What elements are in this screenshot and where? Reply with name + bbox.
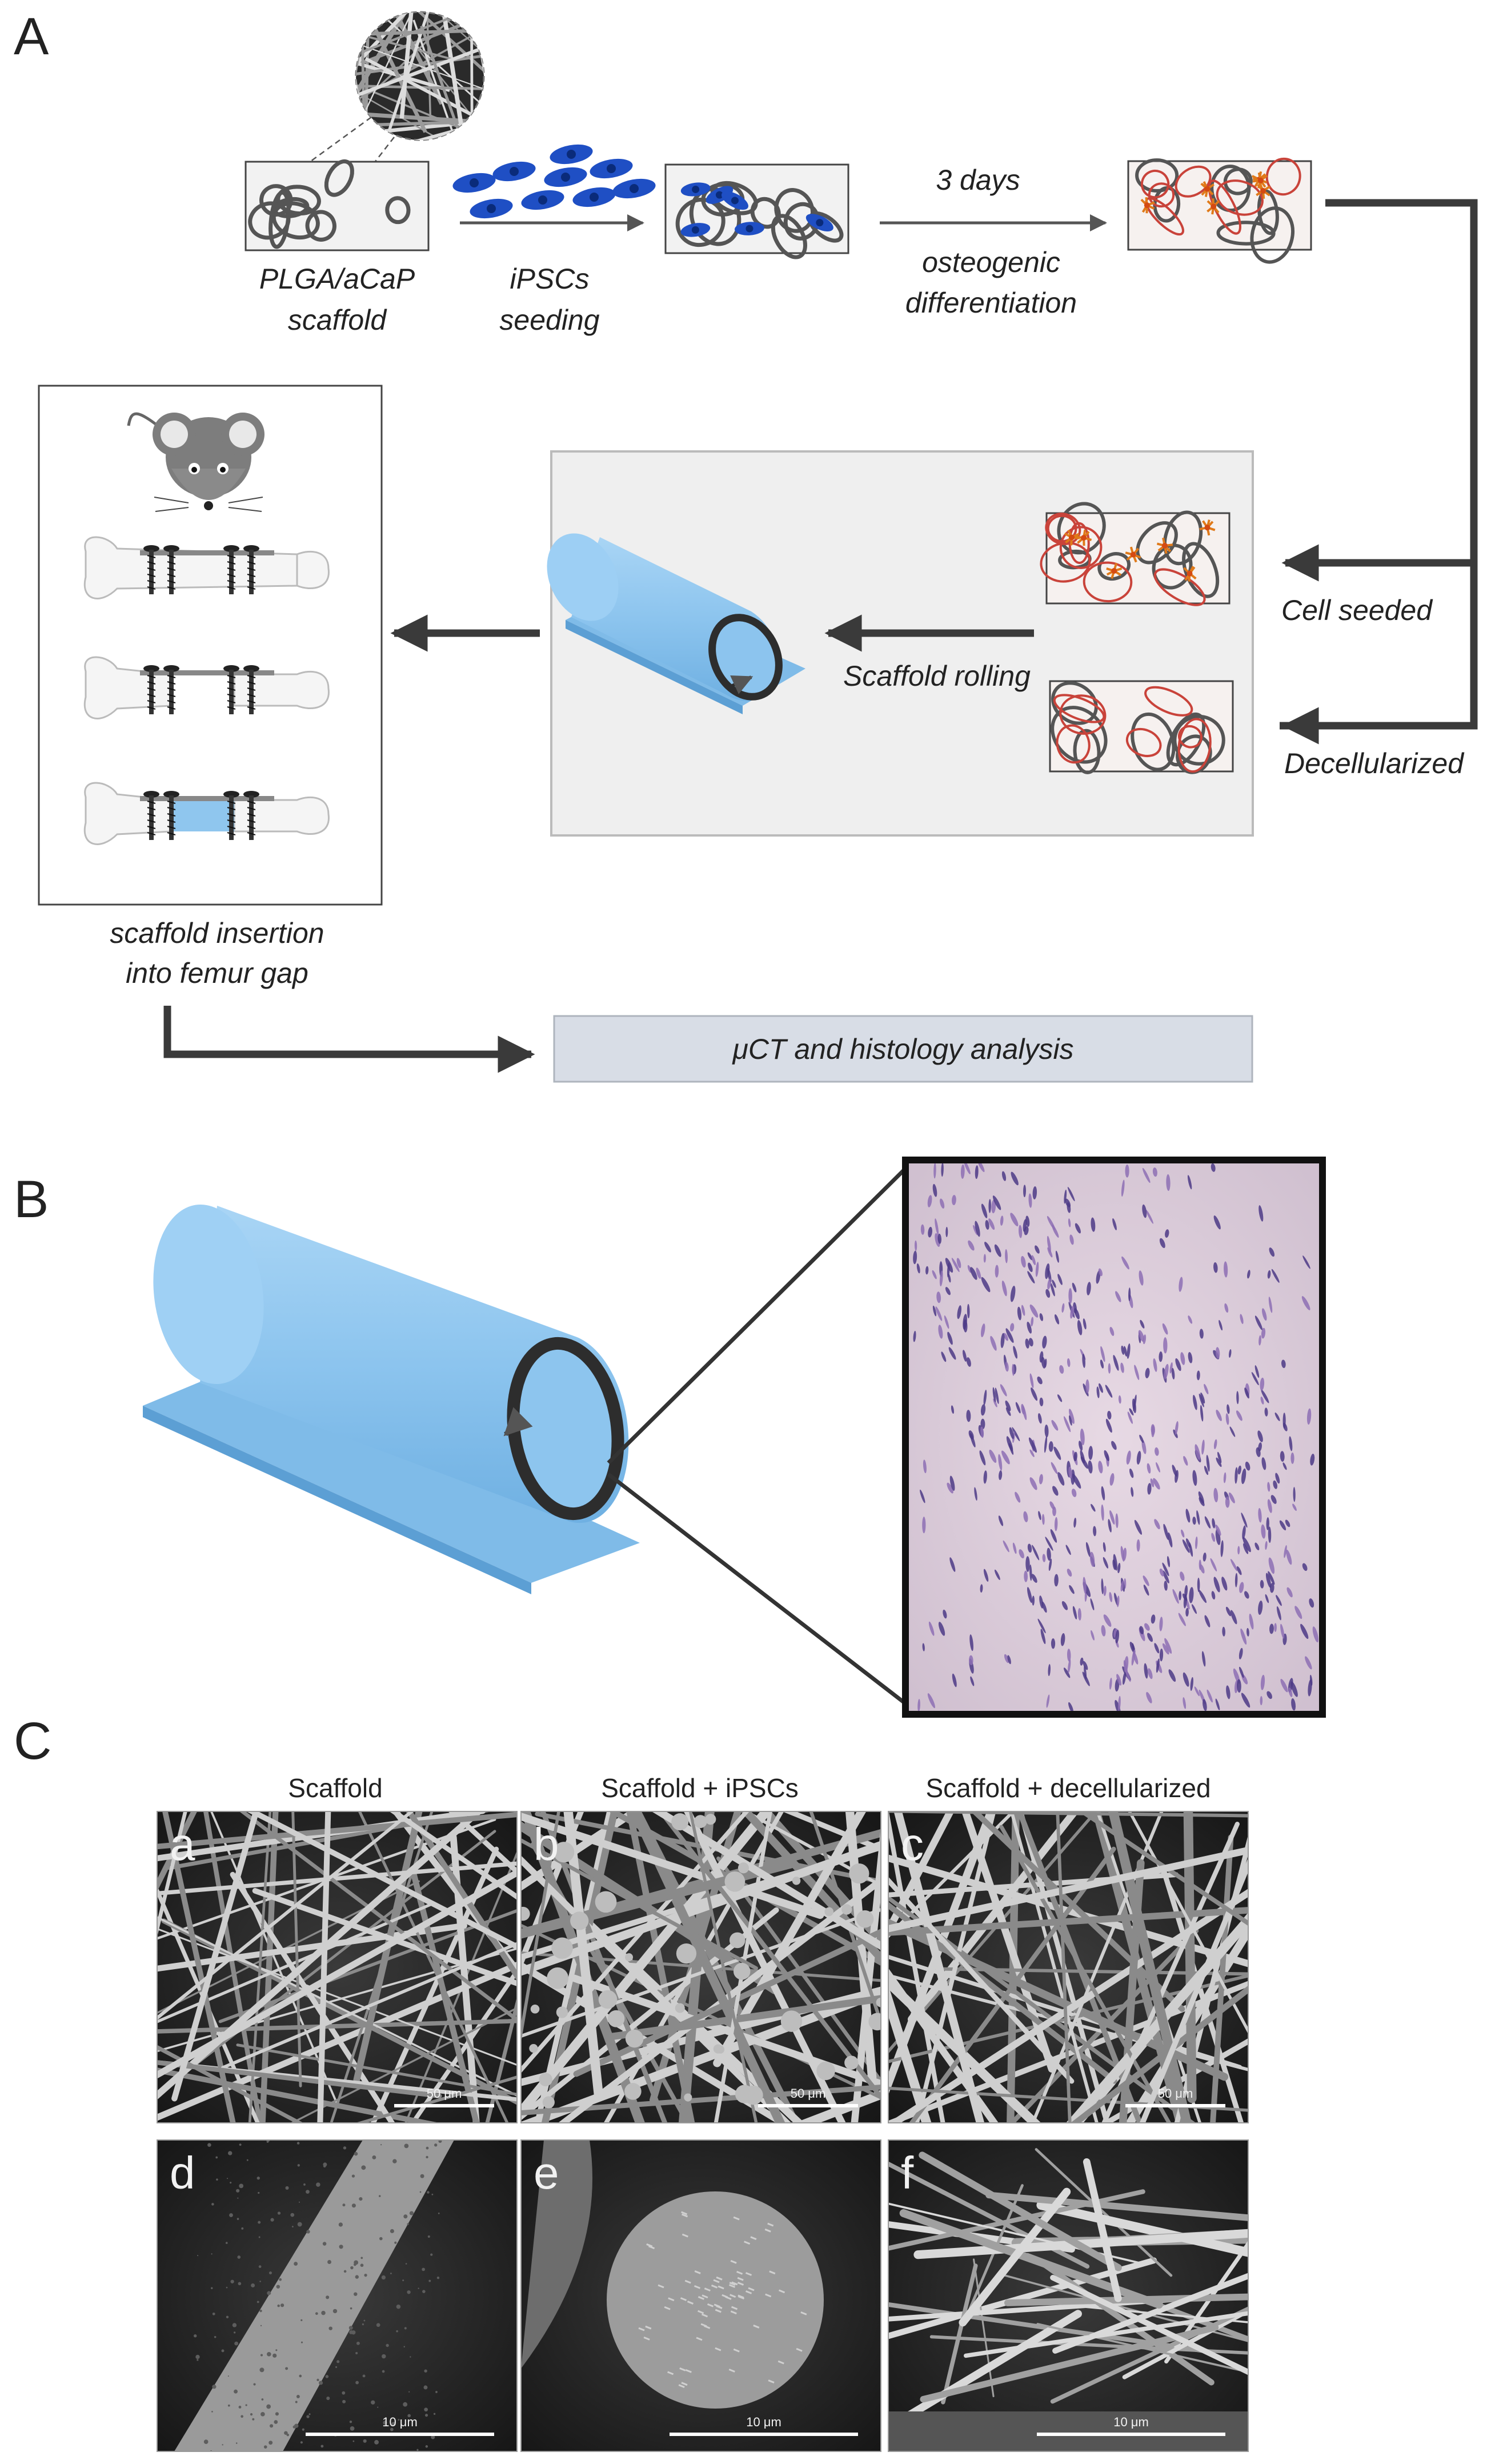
ipsc-cells [452, 144, 656, 219]
scale-bar-label: 50 μm [427, 2086, 462, 2101]
scale-bar-label: 10 μm [1113, 2415, 1149, 2429]
label-seeding-2: seeding [499, 304, 599, 336]
label-cell-seeded: Cell seeded [1281, 594, 1433, 626]
analysis-box [553, 1015, 1253, 1083]
label-scaffold-rolling: Scaffold rolling [843, 660, 1031, 692]
panel-c-letter: C [14, 1712, 51, 1770]
scaffold-box-cell-seeded [1040, 502, 1231, 606]
sem-tile-c: c 50 μm [888, 1811, 1249, 2123]
label-insertion-1: scaffold insertion [110, 917, 324, 949]
sem-tile-letter: f [901, 2147, 914, 2198]
panel-b-letter: B [14, 1170, 49, 1229]
scaffold-box-with-cells [664, 163, 849, 259]
scaffold-box-differentiated [1127, 157, 1312, 264]
label-analysis: μCT and histology analysis [731, 1033, 1073, 1065]
sem-tile-letter: a [170, 1819, 195, 1870]
sem-tile-letter: e [534, 2147, 559, 2198]
col-header-decellularized: Scaffold + decellularized [925, 1773, 1211, 1803]
label-differentiation: differentiation [905, 287, 1077, 319]
scale-bar-label: 50 μm [791, 2086, 826, 2101]
label-decellularized: Decellularized [1284, 747, 1465, 779]
sem-tile-d: d 10 μm [157, 2139, 518, 2452]
rolled-scaffold-large [143, 1204, 640, 1594]
zoom-line [374, 137, 395, 163]
mouse-icon [127, 412, 264, 512]
scaffold-box-plain [245, 159, 430, 251]
label-seeding-1: iPSCs [510, 263, 590, 295]
sem-tile-e: e 10 μm [520, 2139, 881, 2452]
label-osteogenic: osteogenic [922, 246, 1060, 278]
label-scaffold-2: scaffold [288, 304, 388, 336]
histology-image [902, 1157, 1326, 1718]
scale-bar-label: 50 μm [1158, 2086, 1193, 2101]
sem-tile-f: f 10 μm [888, 2139, 1249, 2452]
label-insertion-2: into femur gap [126, 957, 308, 989]
scale-bar-label: 10 μm [382, 2415, 418, 2429]
label-3-days: 3 days [936, 164, 1020, 196]
femur-model [83, 536, 330, 599]
label-scaffold-1: PLGA/aCaP [259, 263, 415, 295]
sem-tile-letter: b [534, 1819, 559, 1870]
sem-tile-b: b 50 μm [520, 1811, 881, 2123]
col-header-scaffold: Scaffold [288, 1773, 382, 1803]
panel-a-letter: A [14, 7, 49, 66]
arrow-to-analysis [163, 1006, 535, 1073]
connector-right [1280, 199, 1478, 730]
sem-tile-a: a 50 μm [157, 1811, 518, 2123]
zoom-line-upper [607, 1164, 910, 1465]
scaffold-box-decellularized [1049, 680, 1234, 774]
sem-tile-letter: d [170, 2147, 195, 2198]
femur-model [83, 656, 330, 719]
col-header-ipscs: Scaffold + iPSCs [601, 1773, 799, 1803]
femur-model [83, 782, 330, 845]
rolled-scaffold-small [547, 533, 805, 714]
zoom-line [308, 116, 372, 164]
zoom-line-lower [607, 1473, 910, 1707]
scale-bar-label: 10 μm [746, 2415, 781, 2429]
sem-tile-letter: c [901, 1819, 924, 1870]
